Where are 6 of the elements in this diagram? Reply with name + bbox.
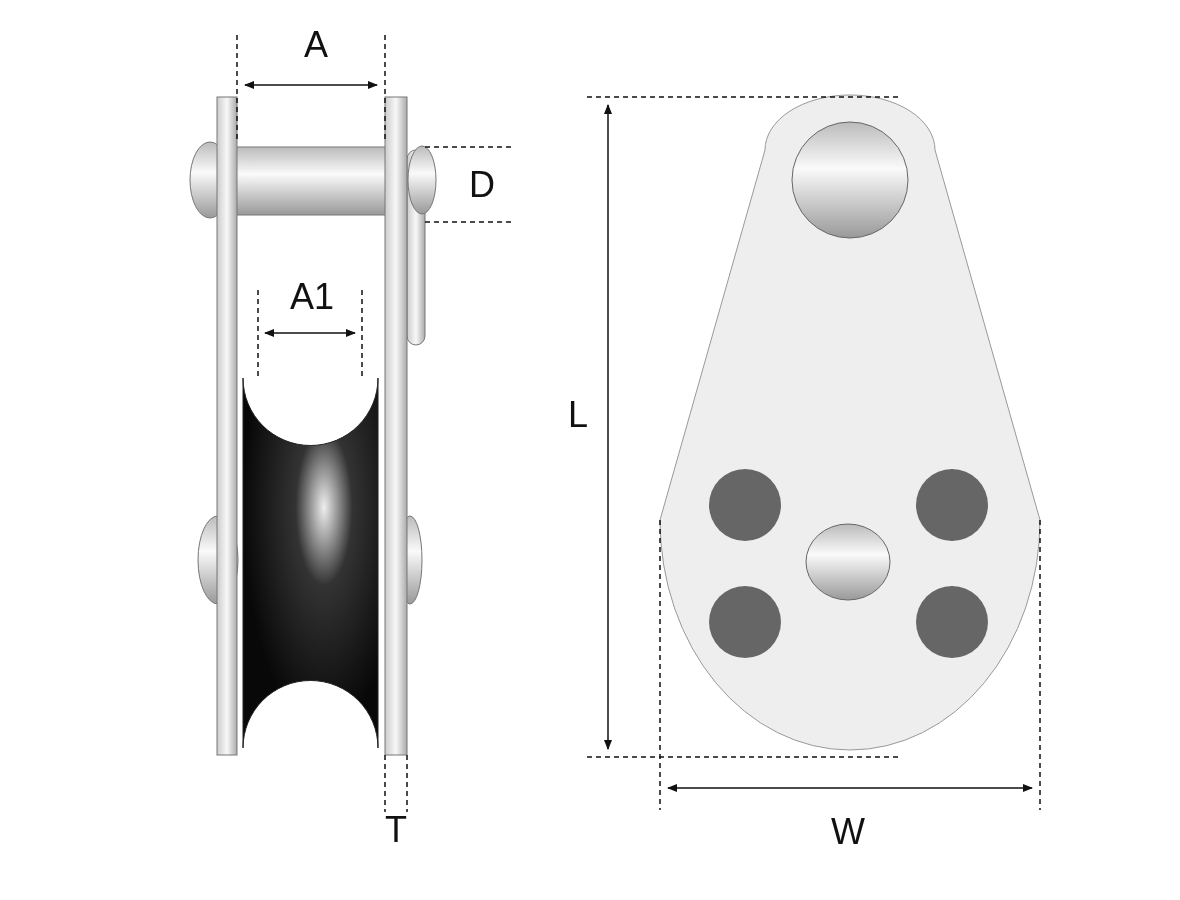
dimension-label: A <box>304 27 328 63</box>
dimension-label: L <box>568 397 588 433</box>
dimension-label: A1 <box>290 279 334 315</box>
dimension-label: D <box>469 167 495 203</box>
dimension-label: T <box>385 812 407 848</box>
dimension-label: W <box>831 814 865 850</box>
